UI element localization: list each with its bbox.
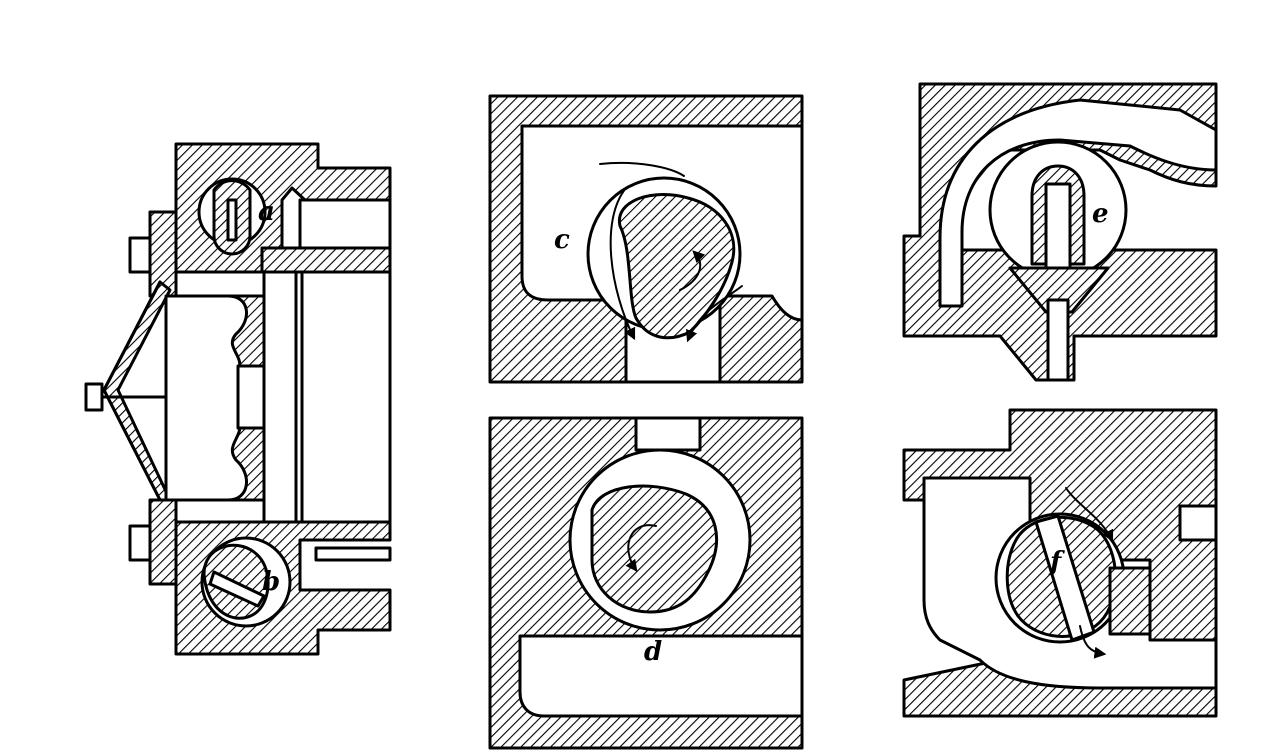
flow-d-1 — [625, 524, 657, 572]
flow-c-4 — [679, 250, 706, 291]
cover-outline — [102, 280, 162, 502]
lower-flange — [148, 498, 178, 586]
valve-e-stem — [1046, 298, 1070, 382]
figure-cd: c d — [488, 94, 804, 750]
block-d-lower-chamber — [518, 634, 804, 718]
valve-e-bore — [1044, 182, 1072, 272]
flow-c-2 — [686, 285, 743, 343]
label-d: d — [644, 637, 662, 667]
valve-f-lug — [1108, 566, 1152, 636]
label-b: b — [262, 567, 280, 597]
valve-e-cone — [1008, 266, 1110, 314]
valve-c-plug — [617, 193, 736, 340]
cover-dome — [102, 280, 172, 502]
figure-ab: a b — [84, 142, 392, 656]
label-e: e — [1092, 199, 1109, 229]
upper-bridge — [260, 246, 392, 274]
valve-b-slot — [208, 570, 266, 608]
flow-c-1 — [609, 187, 636, 341]
figure-ef: e f — [902, 82, 1218, 718]
piston-core — [236, 364, 266, 430]
block-d-port — [634, 416, 702, 452]
label-c: c — [554, 225, 570, 255]
label-a: a — [258, 197, 275, 227]
valve-f-passage — [1034, 514, 1096, 642]
flow-c-3 — [599, 161, 685, 177]
upper-bolt-head — [128, 236, 152, 274]
valve-d-plug — [590, 484, 719, 614]
lower-slot — [314, 546, 392, 562]
block-e-chamber — [938, 98, 1218, 308]
bore — [262, 270, 392, 524]
upper-port — [298, 198, 392, 250]
label-f: f — [1048, 547, 1065, 577]
flow-f-2 — [1079, 625, 1107, 659]
flow-f-1 — [1065, 487, 1114, 543]
adjuster-nut — [84, 382, 104, 412]
lower-bolt-head — [128, 524, 152, 562]
valve-a-slot — [226, 198, 238, 242]
block-f-slot — [1178, 504, 1218, 542]
